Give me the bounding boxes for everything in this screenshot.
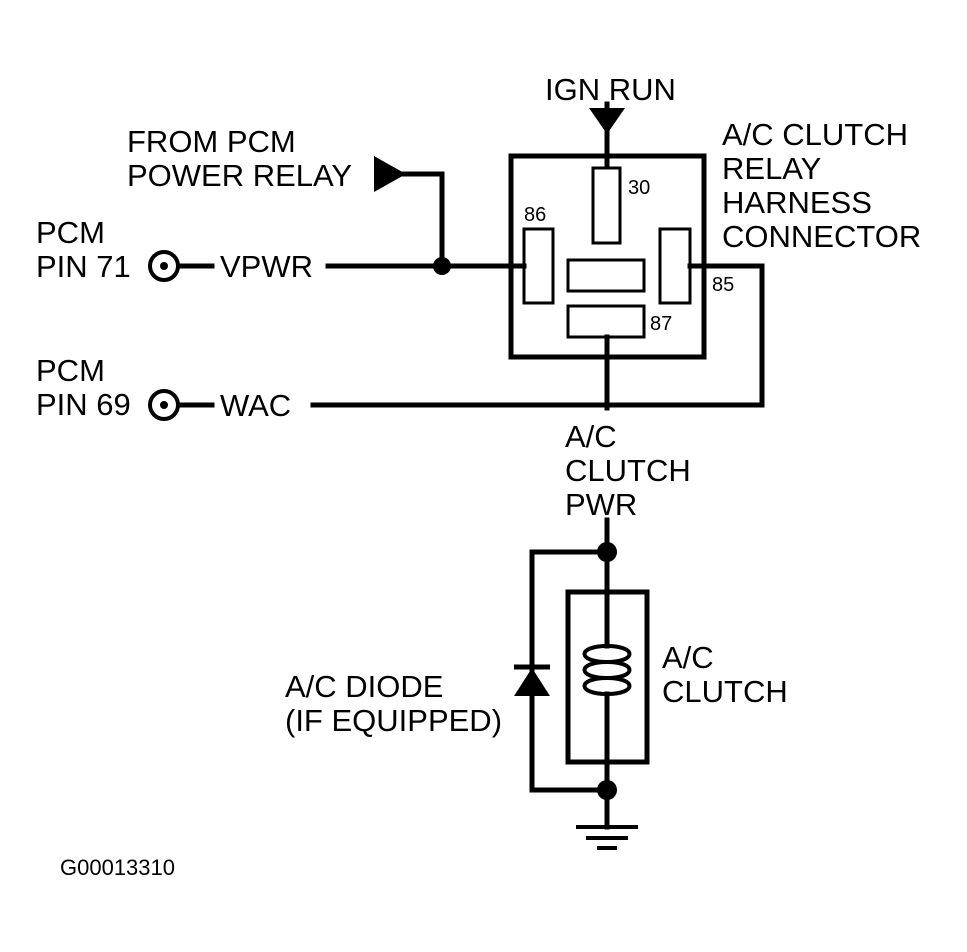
pcm-pin71-connector-dot (160, 262, 168, 270)
wac-label: WAC (220, 388, 291, 423)
power-relay-wire (401, 171, 445, 269)
relay-terminal-30 (591, 166, 622, 245)
relay-title-line-1: A/C CLUTCH (722, 117, 908, 152)
vpwr-label: VPWR (220, 249, 313, 284)
pin-87-label: 87 (650, 313, 672, 335)
diode-icon (514, 668, 550, 696)
relay-title-line-2: RELAY (722, 151, 821, 186)
pcm-pin71-label-line-1: PCM (36, 215, 105, 250)
relay-title-line-3: HARNESS (722, 185, 872, 220)
pcm-pin69-label-line-2: PIN 69 (36, 387, 131, 422)
pcm-pin71-label-line-2: PIN 71 (36, 249, 131, 284)
diode-label-line-1: A/C DIODE (285, 669, 443, 704)
diode-label-line-2: (IF EQUIPPED) (285, 703, 502, 738)
relay-title-line-4: CONNECTOR (722, 219, 921, 254)
ign-run-arrow-icon (589, 108, 625, 134)
power-relay-arrow-icon (374, 156, 406, 192)
pcm-pin69-connector-dot (160, 401, 168, 409)
relay-terminal-86 (522, 227, 555, 305)
pcm-pin69-label-line-1: PCM (36, 353, 105, 388)
relay-terminal-87 (566, 304, 646, 339)
clutch-label-line-1: A/C (662, 640, 714, 675)
clutch-bottom-junction-dot (597, 780, 617, 800)
relay-terminal-85 (658, 227, 692, 305)
pin-85-label: 85 (712, 274, 734, 296)
ign-run-label: IGN RUN (545, 72, 676, 107)
pin-86-label: 86 (524, 204, 546, 226)
vpwr-junction-dot (433, 257, 451, 275)
from-pcm-label: FROM PCM (127, 124, 296, 159)
clutch-label-line-2: CLUTCH (662, 674, 788, 709)
clutch-pwr-label-line-3: PWR (565, 487, 637, 522)
clutch-pwr-label-line-2: CLUTCH (565, 453, 691, 488)
figure-code: G00013310 (60, 855, 175, 880)
clutch-pwr-label-line-1: A/C (565, 419, 617, 454)
pin-30-label: 30 (628, 177, 650, 199)
clutch-coil-icon (582, 644, 632, 697)
power-relay-label: POWER RELAY (127, 158, 352, 193)
pin85-wire (687, 263, 765, 408)
relay-terminal-center (566, 258, 646, 293)
